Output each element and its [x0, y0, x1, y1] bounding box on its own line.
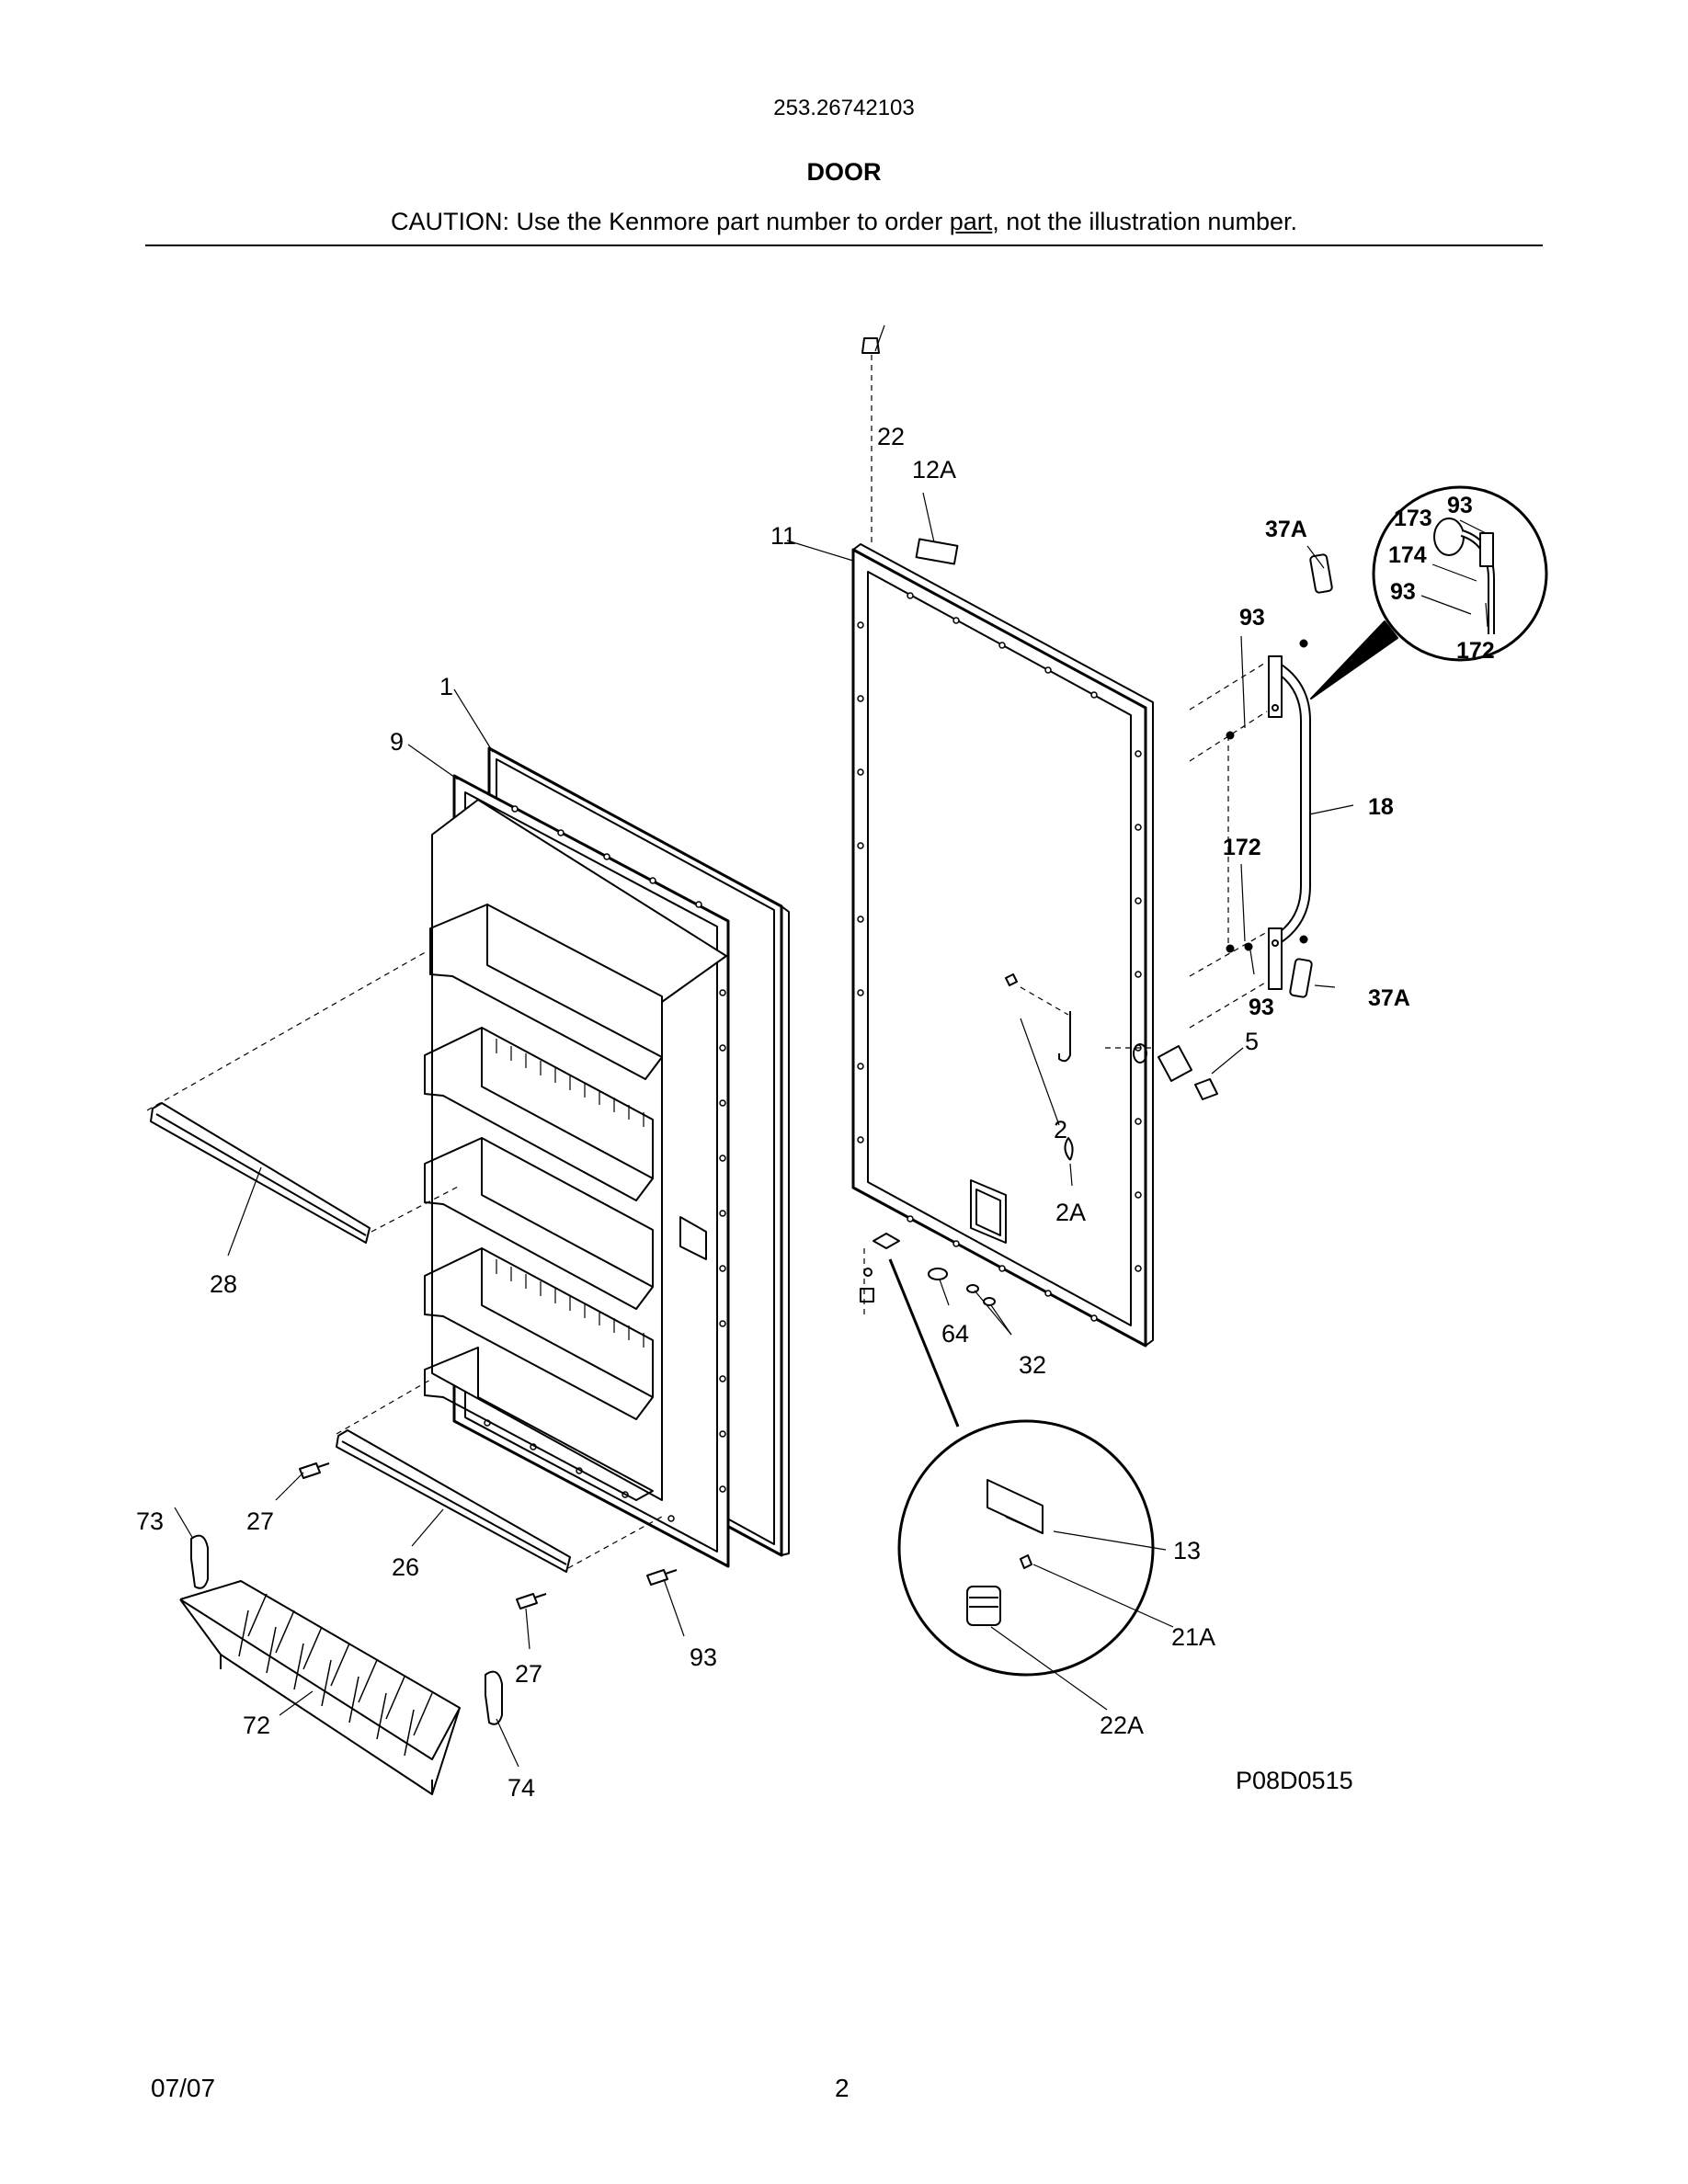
model-number: 253.26742103 — [773, 96, 915, 120]
callout-174: 174 — [1388, 542, 1427, 568]
callout-172: 172 — [1223, 835, 1261, 860]
callout-leaders — [174, 324, 1488, 1768]
door-handle — [1268, 655, 1311, 990]
footer-date: 07/07 — [151, 2074, 216, 2102]
callout-74: 74 — [508, 1774, 535, 1802]
callout-18: 18 — [1368, 794, 1394, 820]
shelf-rail-screws — [299, 1462, 678, 1610]
callout-2: 2 — [1054, 1116, 1067, 1143]
figure-code: P08D0515 — [1236, 1767, 1353, 1794]
callout-9: 9 — [390, 728, 404, 756]
callout-26: 26 — [392, 1553, 419, 1581]
outer-door-panel — [851, 543, 1154, 1348]
caution-text-end: , not the illustration number. — [992, 208, 1297, 235]
callout-93-detail-top: 93 — [1447, 493, 1473, 518]
callout-64: 64 — [941, 1320, 969, 1348]
callout-93-lower: 93 — [1249, 995, 1274, 1020]
callout-11: 11 — [770, 522, 796, 550]
callout-37A-bottom: 37A — [1368, 985, 1410, 1011]
callout-72: 72 — [243, 1712, 270, 1739]
header-divider — [145, 245, 1543, 246]
hinge-pin — [1005, 973, 1218, 1161]
shelf-rail-bottom — [336, 1429, 571, 1573]
footer-page-number: 2 — [835, 2074, 850, 2102]
callout-12A: 12A — [912, 456, 956, 483]
bottom-basket — [179, 1580, 461, 1795]
handle-end-caps — [1289, 553, 1333, 998]
section-title: DOOR — [806, 158, 882, 186]
callout-93-bottom: 93 — [690, 1644, 717, 1671]
callout-13: 13 — [1173, 1537, 1201, 1564]
callout-172-detail: 172 — [1456, 638, 1495, 664]
shelf-ribs — [496, 1039, 644, 1348]
callout-labels: 22 12A 11 1 9 2 2A 5 64 32 28 73 27 26 2… — [136, 423, 1353, 1802]
callout-21A: 21A — [1171, 1623, 1215, 1651]
hinge-detail-circle — [897, 1419, 1155, 1677]
callout-2A: 2A — [1055, 1199, 1086, 1226]
callout-5: 5 — [1245, 1028, 1259, 1055]
callout-93-upper: 93 — [1239, 605, 1265, 631]
callout-labels-bold: 37A 93 18 172 93 37A 173 93 174 93 172 — [1223, 493, 1495, 1020]
handle-screws — [1226, 639, 1308, 953]
handle-detail-circle — [1310, 485, 1548, 700]
panel-screw-holes — [857, 592, 1142, 1322]
callout-22A: 22A — [1100, 1712, 1144, 1739]
callout-27-left: 27 — [246, 1507, 274, 1535]
door-shelves — [424, 904, 663, 1501]
caution-text-start: CAUTION: Use the Kenmore part number to … — [391, 208, 950, 235]
caution-part-link[interactable]: part — [949, 208, 993, 235]
callout-1: 1 — [439, 673, 453, 700]
callout-173: 173 — [1394, 506, 1432, 531]
caution-note: CAUTION: Use the Kenmore part number to … — [0, 208, 1688, 236]
alignment-lines — [146, 355, 1268, 1569]
callout-32: 32 — [1019, 1351, 1046, 1379]
inner-door-liner — [424, 774, 730, 1568]
callout-93-detail-mid: 93 — [1390, 579, 1416, 605]
shelf-rail-top — [150, 1102, 371, 1244]
basket-brackets — [190, 1534, 503, 1725]
callout-27-bottom: 27 — [515, 1660, 542, 1688]
callout-73: 73 — [136, 1507, 164, 1535]
callout-22: 22 — [877, 423, 905, 450]
callout-37A-top: 37A — [1265, 517, 1307, 542]
bottom-hinge-parts — [860, 337, 996, 1306]
callout-28: 28 — [210, 1270, 237, 1298]
